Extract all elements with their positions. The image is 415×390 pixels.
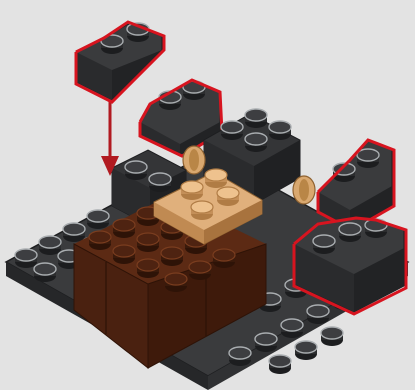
slope-brick-floating bbox=[76, 22, 164, 102]
placement-arrow bbox=[101, 102, 119, 176]
